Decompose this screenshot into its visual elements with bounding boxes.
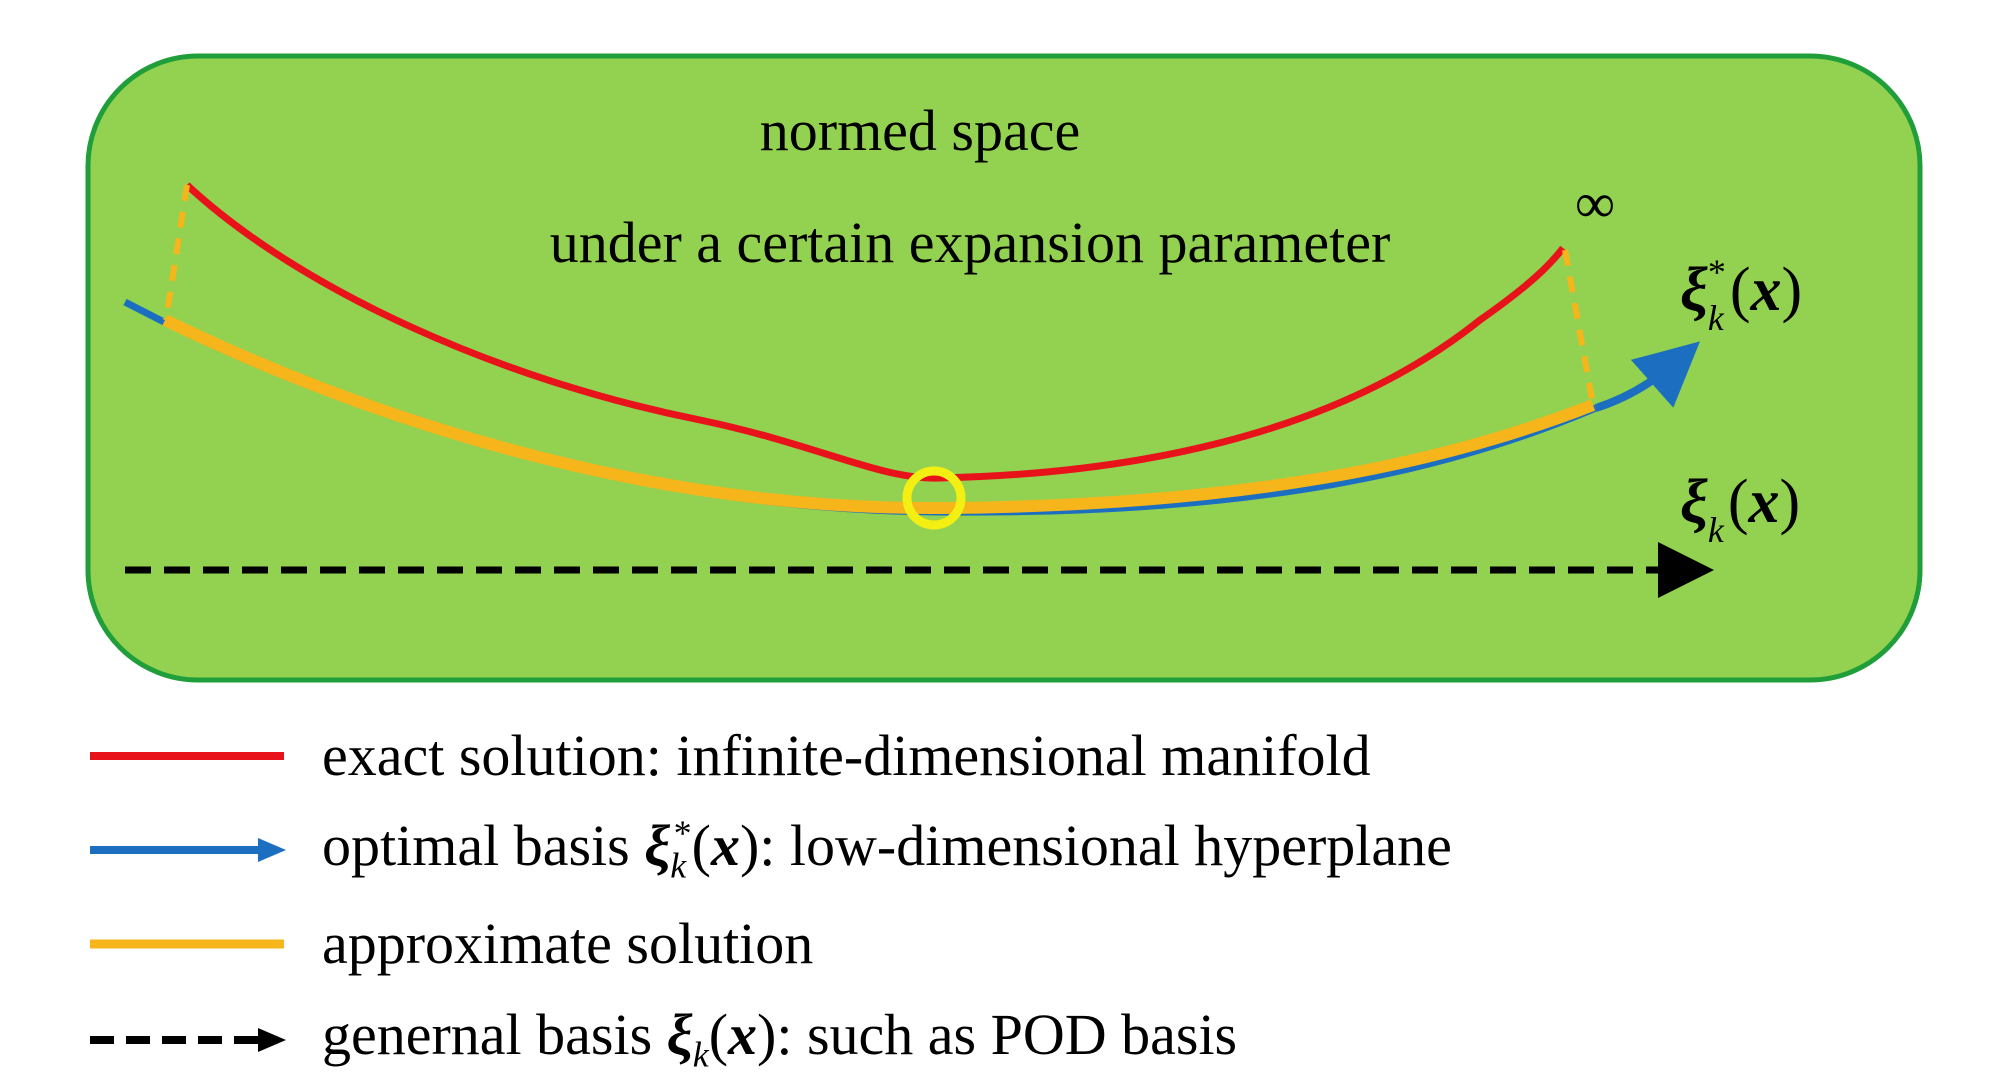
contact-point-marker (902, 466, 966, 530)
general-basis-label: ξk(x) (1680, 468, 1800, 550)
panel-title: normed space (760, 98, 1080, 163)
normed-space-panel (85, 53, 1923, 683)
infinity-label: ∞ (1575, 173, 1615, 235)
optimal-basis-arrow (1594, 341, 1700, 412)
optimal-basis-label: ξk*(x) (1680, 252, 1802, 338)
approximate-solution-curve (162, 314, 1596, 515)
panel-subtitle: under a certain expansion parameter (550, 210, 1391, 275)
left-error-connector (163, 184, 190, 321)
